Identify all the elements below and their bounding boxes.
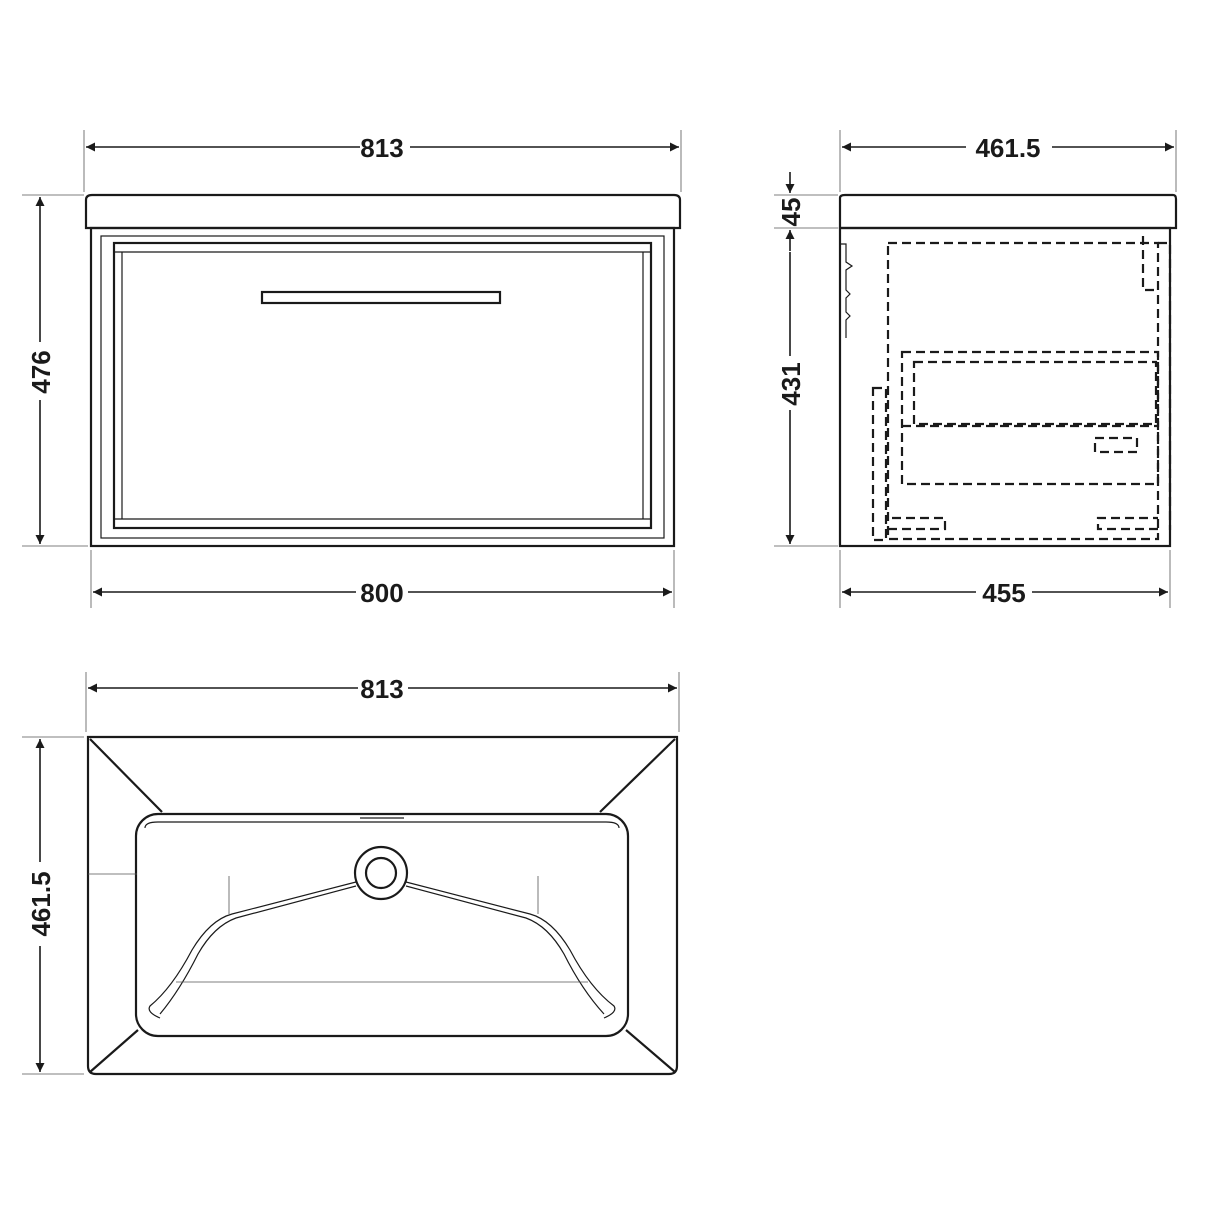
top-bowl-floor-contour-right: [405, 881, 616, 1019]
side-runner-left-hidden: [888, 516, 947, 531]
dim-label-461-5-side: 461.5: [975, 133, 1040, 163]
front-drawer-handle: [260, 290, 502, 305]
dim-label-45: 45: [776, 198, 806, 227]
top-corner-line-tr: [599, 738, 676, 813]
top-bowl-rim: [134, 812, 630, 1038]
front-cabinet-inner-frame: [100, 235, 665, 539]
top-corner-line-br: [625, 1029, 676, 1073]
side-dimension-cabinet-height: 431: [774, 252, 838, 547]
side-inner-handle-hidden: [1093, 436, 1139, 454]
side-drawer-box-hidden: [886, 241, 1160, 541]
dim-label-431: 431: [776, 362, 806, 405]
top-view: [86, 735, 679, 1076]
dim-label-813-front: 813: [360, 133, 403, 163]
side-rear-panel-hidden: [1158, 241, 1172, 530]
side-front-lower-hidden: [871, 386, 888, 542]
side-view: [838, 193, 1178, 548]
top-dimension-depth: 461.5: [22, 736, 84, 1075]
front-dimension-width-bottom: 800: [90, 550, 675, 608]
side-cabinet-body: [838, 226, 1172, 548]
front-dimension-height: 476: [22, 194, 88, 547]
side-dimension-cabinet-depth: 455: [839, 550, 1171, 608]
side-inner-drawer-hidden: [900, 350, 1160, 486]
dim-label-800: 800: [360, 578, 403, 608]
front-cabinet-frame: [89, 226, 676, 548]
top-basin-outline: [86, 735, 679, 1076]
side-runner-right-hidden: [1096, 516, 1158, 531]
top-corner-line-bl: [89, 1029, 139, 1073]
dim-label-461-5-top: 461.5: [26, 871, 56, 936]
top-bowl-inner-edge: [144, 821, 620, 829]
top-waste-outer: [353, 845, 409, 901]
side-rear-bracket-hidden: [1141, 236, 1158, 292]
top-corner-line-tl: [89, 738, 163, 813]
side-inner-drawer-front-hidden: [912, 360, 1158, 426]
dim-label-476: 476: [26, 350, 56, 393]
front-basin-top: [84, 193, 682, 230]
side-dimension-depth-top: 461.5: [839, 130, 1177, 192]
front-view: [84, 193, 682, 548]
dim-label-813-top: 813: [360, 674, 403, 704]
top-bowl-floor-contour-right-2: [405, 885, 605, 1015]
dim-label-455: 455: [982, 578, 1025, 608]
top-bowl-floor-contour-2: [159, 885, 357, 1015]
top-bowl-floor-contour: [148, 881, 357, 1019]
front-dimension-width-top: 813: [83, 130, 682, 192]
side-handle-profile: [840, 243, 854, 338]
front-drawer: [112, 241, 653, 530]
top-waste-inner: [364, 856, 398, 890]
side-dimension-top-thickness: 45: [774, 172, 838, 251]
side-basin-top: [838, 193, 1178, 230]
top-dimension-width: 813: [85, 672, 680, 732]
